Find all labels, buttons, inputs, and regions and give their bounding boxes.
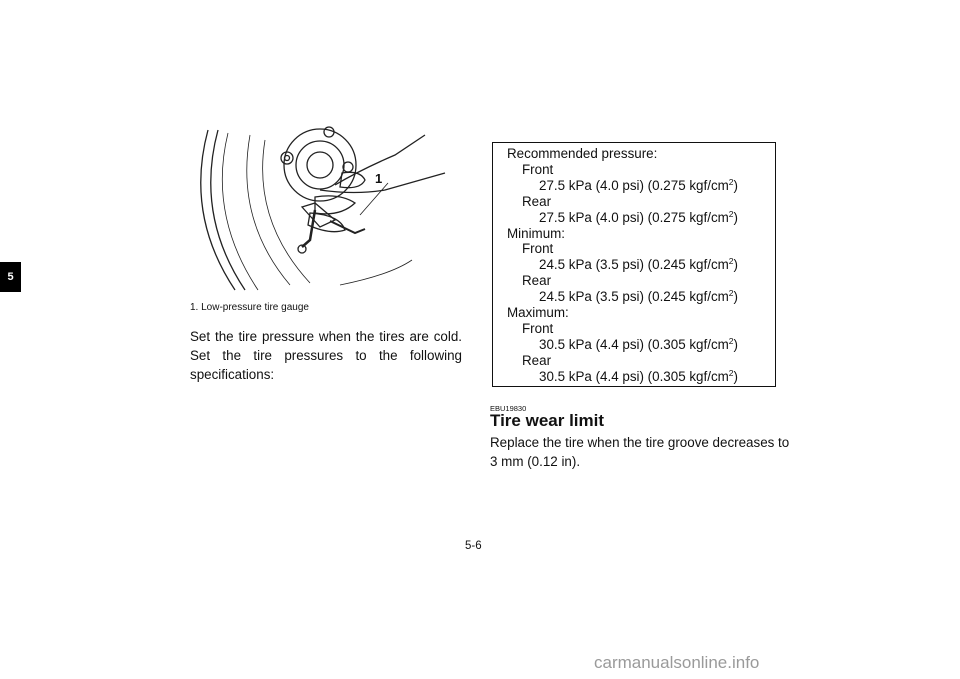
tire-gauge-illustration: 1 xyxy=(200,126,446,291)
tire-pressure-instructions: Set the tire pressure when the tires are… xyxy=(190,329,462,382)
callout-number: 1 xyxy=(375,171,382,186)
section-code: EBU19830 xyxy=(490,404,527,413)
watermark: carmanualsonline.info xyxy=(594,653,760,672)
minimum-rear-label: Rear xyxy=(522,273,552,289)
maximum-label: Maximum: xyxy=(507,305,569,321)
tire-wear-line-2: 3 mm (0.12 in). xyxy=(490,454,581,469)
recommended-label: Recommended pressure: xyxy=(507,146,658,161)
maximum-rear-value: 30.5 kPa (4.4 psi) (0.305 kgf/cm2) xyxy=(539,367,738,384)
recommended-rear-label: Rear xyxy=(522,193,552,209)
figure-caption: 1. Low-pressure tire gauge xyxy=(190,302,309,313)
page-number: 5-6 xyxy=(465,540,482,552)
minimum-rear-value: 24.5 kPa (3.5 psi) (0.245 kgf/cm2) xyxy=(539,288,738,305)
tire-wear-line-1: Replace the tire when the tire groove de… xyxy=(490,435,790,450)
recommended-rear-value: 27.5 kPa (4.0 psi) (0.275 kgf/cm2) xyxy=(539,208,738,225)
maximum-front-value: 30.5 kPa (4.4 psi) (0.305 kgf/cm2) xyxy=(539,335,738,352)
minimum-front-value: 24.5 kPa (3.5 psi) (0.245 kgf/cm2) xyxy=(539,256,738,273)
recommended-front-label: Front xyxy=(522,161,554,177)
tire-wear-text: Replace the tire when the tire groove de… xyxy=(490,433,790,471)
minimum-front-label: Front xyxy=(522,241,554,257)
recommended-front-value: 27.5 kPa (4.0 psi) (0.275 kgf/cm2) xyxy=(539,176,738,193)
section-heading: Tire wear limit xyxy=(490,411,605,430)
minimum-label: Minimum: xyxy=(507,225,566,241)
maximum-rear-label: Rear xyxy=(522,352,552,368)
chapter-tab: 5 xyxy=(0,262,21,292)
pressure-spec-box: Recommended pressure: Front 27.5 kPa (4.… xyxy=(492,142,776,387)
maximum-front-label: Front xyxy=(522,320,554,336)
